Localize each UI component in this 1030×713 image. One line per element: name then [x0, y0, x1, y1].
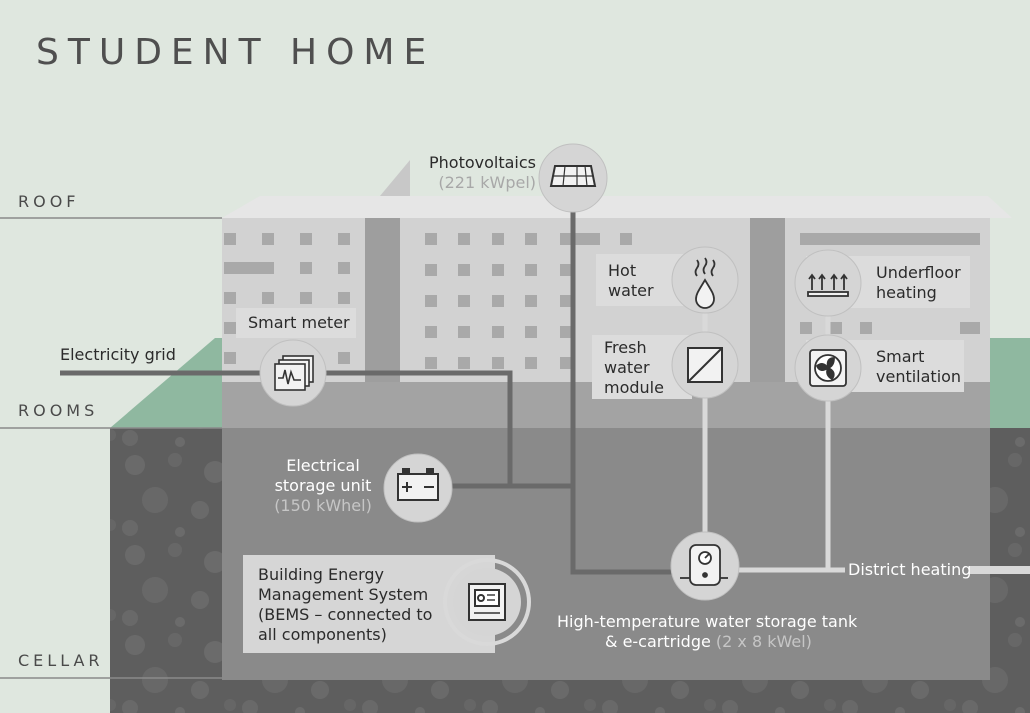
level-rooms: ROOMS: [18, 401, 99, 420]
electricity-grid-label: Electricity grid: [60, 345, 176, 364]
storage-line-2: storage unit: [274, 476, 372, 495]
fan-icon: [809, 349, 847, 387]
tank-line-2: & e-cartridge: [605, 632, 711, 651]
underfloor-line-2: heating: [876, 283, 937, 302]
page-title: STUDENT HOME: [36, 32, 436, 73]
control-unit-icon: [468, 583, 506, 621]
bems-line-4: all components): [258, 625, 387, 644]
heat-exchanger-icon: [687, 347, 723, 383]
hot-water-line-2: water: [608, 281, 654, 300]
smart-ventilation-label: Smart ventilation: [876, 347, 961, 387]
smart-meter-label: Smart meter: [248, 313, 350, 332]
water-drop-steam-icon: [694, 257, 716, 309]
bems-line-1: Building Energy: [258, 565, 385, 584]
fresh-water-line-3: module: [604, 378, 664, 397]
panel-smart-meter: [236, 308, 356, 338]
level-roof: ROOF: [18, 192, 80, 211]
solar-panel-icon: [549, 165, 597, 187]
smart-meter-icon: [274, 355, 314, 391]
underfloor-heating-label: Underfloor heating: [876, 263, 961, 303]
storage-tank-label: High-temperature water storage tank & e-…: [557, 612, 857, 652]
ventilation-line-2: ventilation: [876, 367, 962, 386]
underfloor-line-1: Underfloor: [876, 263, 961, 282]
photovoltaics-capacity: (221 kWpel): [438, 173, 536, 192]
electrical-storage-label: Electrical storage unit (150 kWhel): [268, 456, 378, 516]
floor-heat-icon: [807, 273, 849, 297]
tank-capacity: (2 x 8 kWel): [715, 632, 812, 651]
photovoltaics-name: Photovoltaics: [429, 153, 536, 172]
fresh-water-line-1: Fresh: [604, 338, 647, 357]
hot-water-label: Hot water: [608, 261, 654, 301]
tank-line-1: High-temperature water storage tank: [557, 612, 858, 631]
level-cellar: CELLAR: [18, 651, 104, 670]
hot-water-line-1: Hot: [608, 261, 637, 280]
photovoltaics-label: Photovoltaics (221 kWpel): [428, 153, 536, 193]
storage-capacity: (150 kWhel): [274, 496, 372, 515]
boiler-icon: [680, 544, 728, 586]
bems-line-3: (BEMS – connected to: [258, 605, 433, 624]
bems-line-2: Management System: [258, 585, 429, 604]
battery-icon: [397, 468, 439, 501]
storage-line-1: Electrical: [286, 456, 360, 475]
fresh-water-line-2: water: [604, 358, 650, 377]
panel-bems: [243, 555, 495, 653]
fresh-water-module-label: Fresh water module: [604, 338, 664, 398]
bems-label: Building Energy Management System (BEMS …: [258, 565, 432, 645]
district-heating-label: District heating: [848, 560, 972, 579]
ventilation-line-1: Smart: [876, 347, 925, 366]
